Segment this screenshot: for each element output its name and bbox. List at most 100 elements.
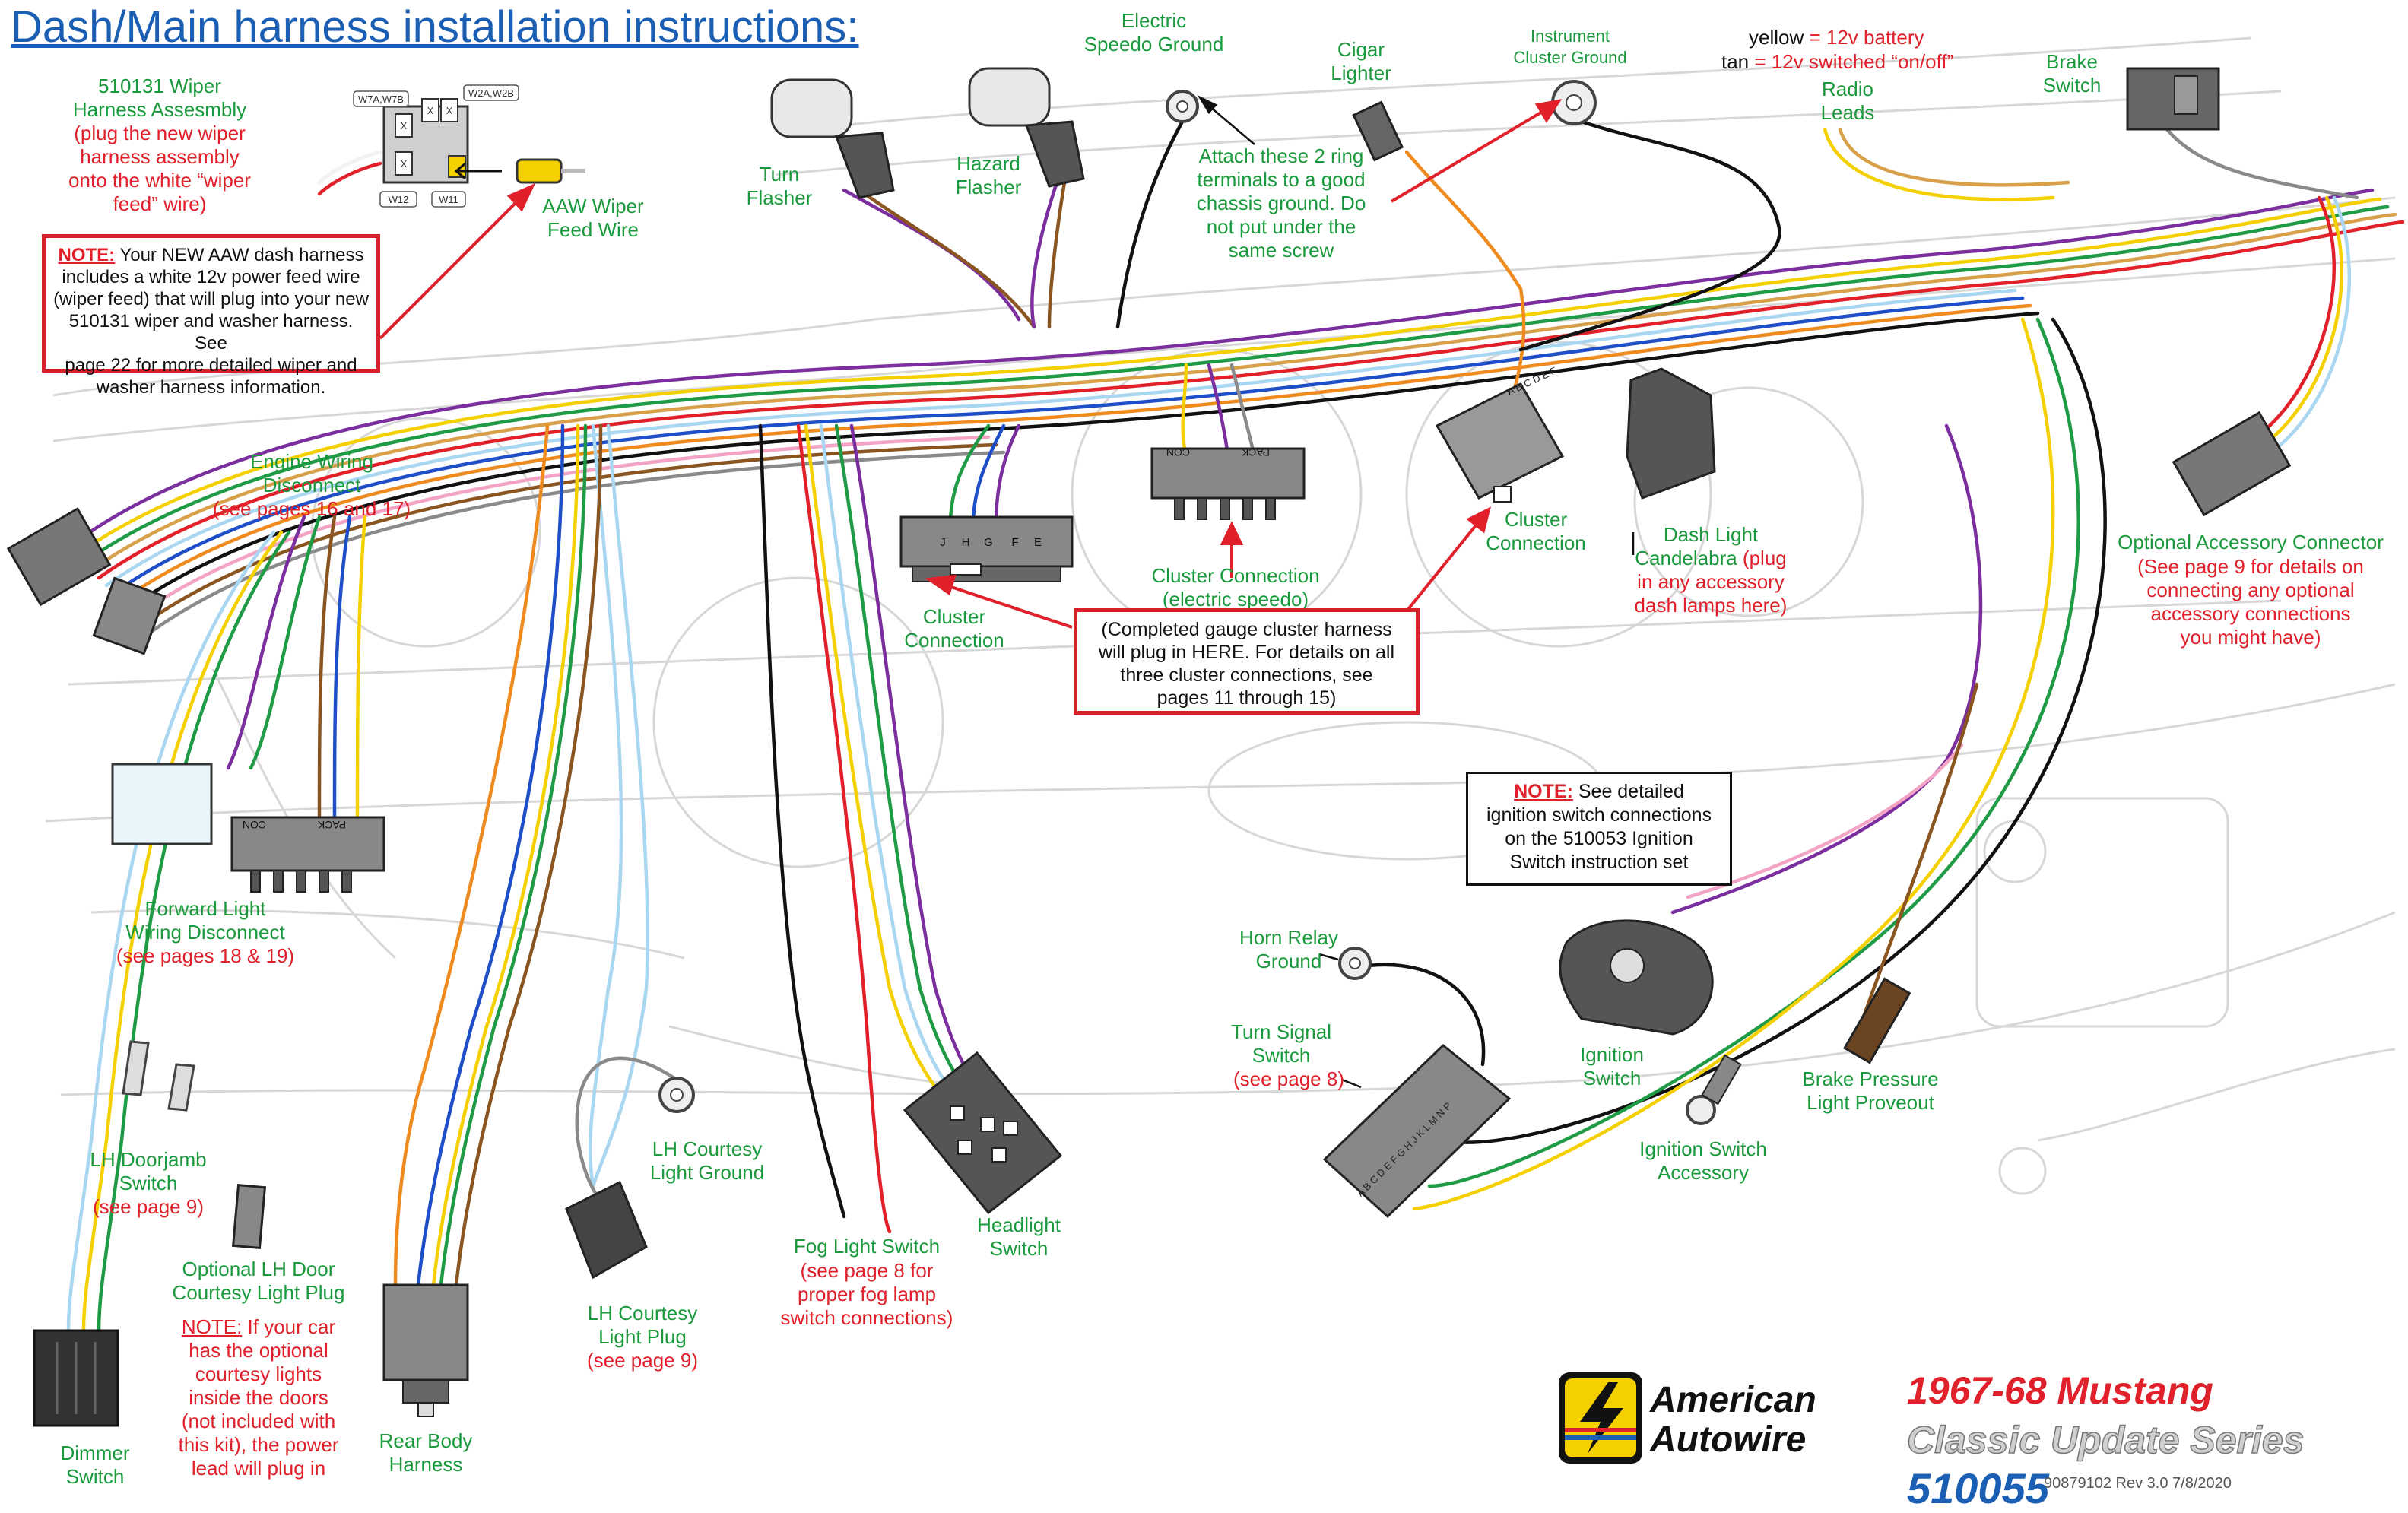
wire-orange <box>1404 150 1526 398</box>
line: NOTE: If your car <box>160 1315 357 1339</box>
label-cluster-connection-left: Cluster Connection <box>886 605 1023 652</box>
line: Speedo Ground <box>1083 33 1224 56</box>
forward-con: CON <box>243 819 266 831</box>
label-cluster-connection-right: Cluster Connection <box>1467 508 1604 555</box>
wire-color-legend: yellow = 12v battery <box>1749 26 1924 49</box>
line: Lighter <box>1331 62 1391 84</box>
legend-yellow-text: = 12v battery <box>1804 26 1924 49</box>
label-instrument-cluster-ground: Instrument Cluster Ground <box>1486 26 1654 68</box>
wire-lightblue <box>591 423 649 1188</box>
line-part: Candelabra <box>1635 547 1737 569</box>
wire-yellow <box>431 423 580 1287</box>
line: this kit), the power <box>178 1433 339 1456</box>
wire-orange <box>119 303 2032 603</box>
line: Candelabra (plug <box>1620 547 1802 570</box>
wire-yellow <box>1181 363 1188 458</box>
line-part: (plug <box>1742 547 1787 569</box>
part-number: 510055 <box>1907 1464 2049 1512</box>
wire-black <box>1442 317 2107 1144</box>
line: Switch instruction set <box>1509 852 1689 873</box>
document-revision: 90879102 Rev 3.0 7/8/2020 <box>2044 1475 2232 1492</box>
wire-yellow <box>1823 127 2055 201</box>
label-aaw-wiper-feed: AAW Wiper Feed Wire <box>525 195 661 242</box>
line: Cluster Ground <box>1513 48 1627 67</box>
line: includes a white 12v power feed wire <box>62 267 360 287</box>
wiper-tag: W2A,W2B <box>468 87 514 99</box>
wire-green <box>948 423 991 527</box>
label-attach-rings: Attach these 2 ring terminals to a good … <box>1175 144 1388 262</box>
line: Turn <box>759 163 800 186</box>
label-lh-courtesy-plug-page: (see page 9) <box>587 1349 698 1372</box>
line: switch connections) <box>780 1306 953 1329</box>
note-word: NOTE: <box>58 245 116 265</box>
wire-green <box>81 205 2390 565</box>
wire-bundle <box>66 119 2405 1333</box>
cluster-connector-mid: CON PACK <box>1150 446 1306 520</box>
wire-brown <box>317 515 337 820</box>
note-word: NOTE: <box>1514 781 1573 802</box>
line: same screw <box>1228 239 1334 262</box>
wire-red <box>317 161 382 196</box>
line: (electric speedo) <box>1162 588 1309 611</box>
wire-green <box>97 530 291 1333</box>
label-forward-light: Forward Light Wiring Disconnect <box>106 897 304 944</box>
line: terminals to a good <box>1197 168 1366 191</box>
line: (plug the new wiper <box>74 122 246 144</box>
wire-gray <box>2165 127 2359 200</box>
line: (See page 9 for details on <box>2137 555 2364 578</box>
line: Switch <box>119 1172 178 1194</box>
label-engine-wiring-pages: (see pages 16 and 17) <box>212 497 411 520</box>
wiper-harness-connector <box>353 84 519 208</box>
line: in any accessory <box>1637 570 1785 593</box>
legend-tan-word: tan <box>1721 50 1750 73</box>
line: Cluster <box>1504 508 1568 531</box>
lh-courtesy-ground-ring <box>658 1077 695 1113</box>
line-part: See detailed <box>1578 781 1684 802</box>
wire-brown <box>857 188 1036 329</box>
line: on the 510053 Ignition <box>1505 828 1693 849</box>
optional-accessory-connector <box>2172 411 2292 517</box>
line: Switch <box>1582 1067 1642 1090</box>
wire-purple <box>842 188 1021 322</box>
line: NOTE: See detailed <box>1476 780 1722 804</box>
wiper-tag-labels: W7A,W7B W2A,W2B W12 W11 X X X X <box>358 87 514 205</box>
wire-tan <box>89 212 2397 573</box>
line: connecting any optional <box>2146 579 2355 601</box>
black-pointers <box>1197 95 1635 1089</box>
line: harness assembly <box>80 145 240 168</box>
label-horn-relay: Horn Relay Ground <box>1217 926 1361 973</box>
line: 510131 Wiper <box>98 75 221 97</box>
line: Turn Signal <box>1231 1020 1331 1043</box>
wire-yellow <box>81 530 284 1333</box>
label-electric-speedo-ground: Electric Speedo Ground <box>1072 9 1236 56</box>
legend-yellow-word: yellow <box>1749 26 1804 49</box>
line: Cluster Connection <box>1151 564 1320 587</box>
brake-switch <box>2126 67 2220 131</box>
line: ignition switch connections <box>1486 804 1712 826</box>
line: Headlight <box>977 1213 1061 1236</box>
wire-lightblue <box>2264 195 2352 458</box>
wire-brown <box>1861 682 1979 1021</box>
wire-blue <box>416 423 565 1287</box>
line: (see page 8 for <box>800 1259 934 1282</box>
line: onto the white “wiper <box>68 169 251 192</box>
label-forward-light-pages: (see pages 18 & 19) <box>116 944 295 967</box>
line: Instrument <box>1531 27 1610 46</box>
line: Courtesy Light Plug <box>172 1281 345 1304</box>
line-part: If your car <box>247 1315 336 1338</box>
label-lh-courtesy-ground: LH Courtesy Light Ground <box>631 1137 783 1185</box>
label-optional-note: NOTE: If your car has the optional court… <box>160 1315 357 1480</box>
wire-black <box>127 311 2040 611</box>
label-hazard-flasher: Hazard Flasher <box>931 152 1045 199</box>
note-word: NOTE: <box>181 1315 243 1338</box>
wire-purple <box>226 515 306 770</box>
label-cigar-lighter: Cigar Lighter <box>1304 38 1418 85</box>
line: Leads <box>1820 101 1875 124</box>
wire-yellow <box>2256 195 2343 451</box>
line: Accessory <box>1658 1161 1749 1184</box>
line: Engine Wiring <box>250 450 373 473</box>
wiper-tag: X <box>446 105 453 116</box>
line: LH Courtesy <box>587 1302 698 1324</box>
line: Hazard <box>957 152 1020 175</box>
line: Dash Light <box>1663 523 1759 546</box>
